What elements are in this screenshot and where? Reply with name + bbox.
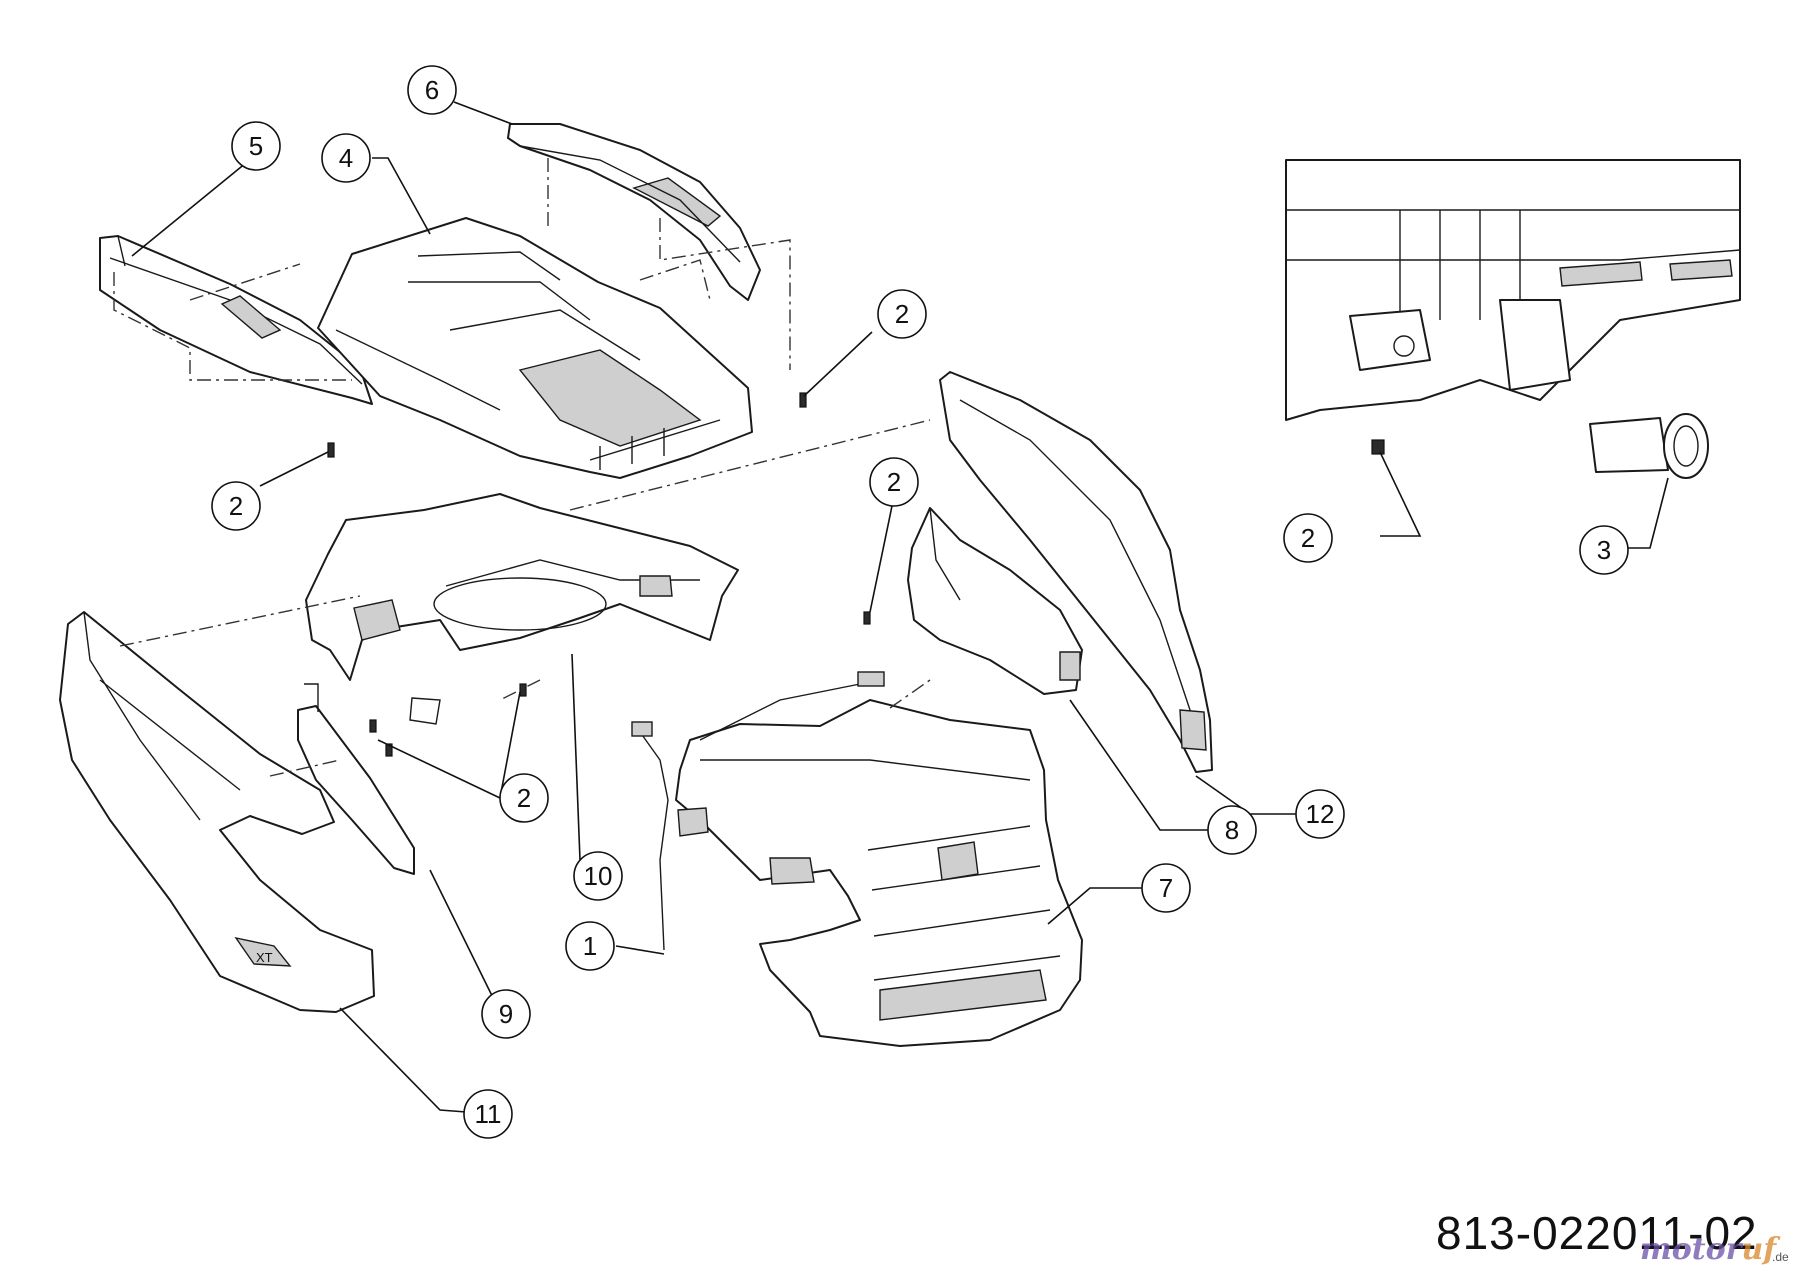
- part-3-grommet: [1589, 413, 1709, 479]
- drawing-number: 813-022011-02: [1436, 1207, 1758, 1259]
- callout-7: 7: [1141, 863, 1191, 913]
- inset-detail-view: [1285, 159, 1741, 479]
- callout-2-lower: 2: [499, 773, 549, 823]
- callout-label: 5: [249, 131, 263, 161]
- callout-label: 2: [229, 491, 243, 521]
- part-6-top-trim: [507, 123, 761, 301]
- callout-label: 6: [425, 75, 439, 105]
- callout-label: 2: [1301, 523, 1315, 553]
- callout-5: 5: [231, 121, 281, 171]
- callout-label: 2: [517, 783, 531, 813]
- callout-4: 4: [321, 133, 371, 183]
- watermark-logo: motoruf: [1640, 1232, 1776, 1267]
- alignment-lines: [113, 158, 931, 777]
- fastener-screws: [327, 392, 871, 757]
- callout-label: 12: [1306, 799, 1335, 829]
- callout-label: 11: [475, 1099, 502, 1129]
- part-11-left-side-panel: XT: [59, 611, 375, 1013]
- callout-2-left-top: 2: [211, 481, 261, 531]
- part-10-base-frame: [305, 493, 739, 725]
- callout-12: 12: [1295, 789, 1345, 839]
- callout-label: 9: [499, 999, 513, 1029]
- callout-1: 1: [565, 921, 615, 971]
- part-4-hood-top: [317, 217, 753, 479]
- callout-label: 4: [339, 143, 353, 173]
- callout-label: 3: [1597, 535, 1611, 565]
- callout-10: 10: [573, 851, 623, 901]
- callout-8: 8: [1207, 805, 1257, 855]
- watermark-part2: uf: [1741, 1232, 1777, 1267]
- watermark-part1: motor: [1640, 1232, 1742, 1267]
- callout-11: 11: [463, 1089, 513, 1139]
- callout-6: 6: [407, 65, 457, 115]
- callout-3: 3: [1579, 525, 1629, 575]
- part-8-right-bracket: [907, 507, 1083, 695]
- callout-2-inset: 2: [1283, 513, 1333, 563]
- part-9-left-bracket: [297, 683, 415, 875]
- callout-label: 2: [895, 299, 909, 329]
- callout-label: 2: [887, 467, 901, 497]
- callout-label: 7: [1159, 873, 1173, 903]
- part-5-side-panel: [99, 235, 373, 405]
- callout-9: 9: [481, 989, 531, 1039]
- xt-badge-text: XT: [256, 950, 273, 965]
- callout-label: 1: [583, 931, 597, 961]
- part-7-front-grille: [631, 671, 1083, 1047]
- watermark-tld: .de: [1772, 1250, 1789, 1264]
- callout-2-right-top: 2: [877, 289, 927, 339]
- callout-label: 8: [1225, 815, 1239, 845]
- callout-2-center: 2: [869, 457, 919, 507]
- part-12-right-side-panel: [939, 371, 1213, 773]
- callout-label: 10: [584, 861, 613, 891]
